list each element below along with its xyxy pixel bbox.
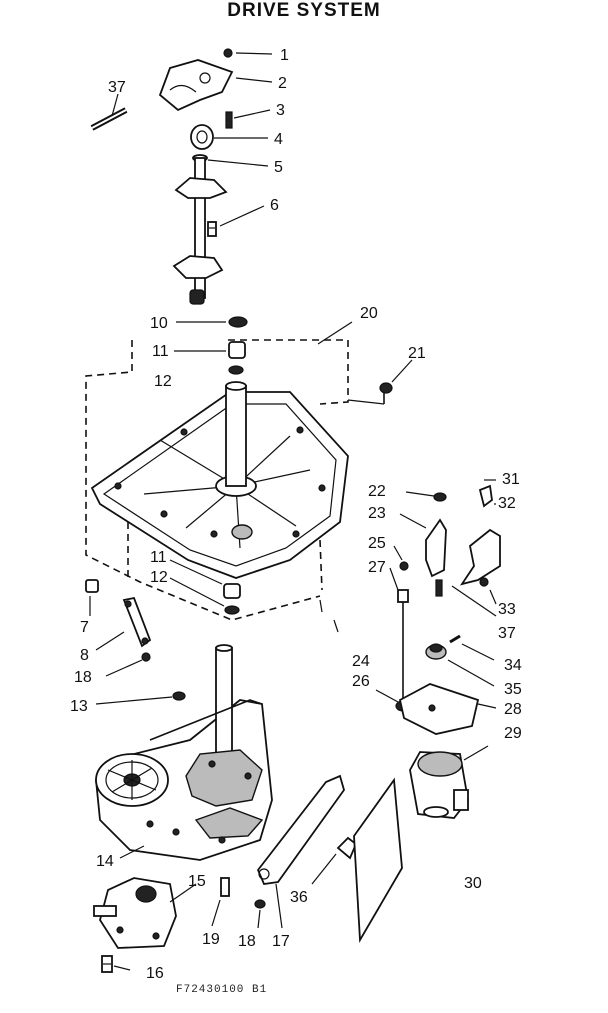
callout-31: 31 — [502, 471, 520, 488]
part-bolt-16 — [101, 955, 113, 973]
part-washer-12-lower — [224, 605, 240, 615]
part-pin-37-right — [435, 579, 443, 597]
part-bolt-7 — [85, 579, 99, 593]
callout-16: 16 — [146, 965, 164, 982]
callout-23: 23 — [368, 505, 386, 522]
part-bracket-31-32 — [459, 484, 501, 586]
callout-7: 7 — [80, 619, 89, 636]
callout-19: 19 — [202, 931, 220, 948]
callout-28: 28 — [504, 701, 522, 718]
part-bearing-11 — [228, 341, 246, 359]
callout-27: 27 — [368, 559, 386, 576]
callout-14: 14 — [96, 853, 114, 870]
callout-35: 35 — [504, 681, 522, 698]
callout-10: 10 — [150, 315, 168, 332]
part-washer-12 — [228, 365, 244, 375]
part-motor-29 — [409, 751, 469, 819]
callout-2: 2 — [278, 75, 287, 92]
part-screw-34 — [449, 634, 461, 644]
part-pump-15 — [93, 877, 177, 949]
callout-22: 22 — [368, 483, 386, 500]
part-nut-10 — [228, 316, 248, 328]
callout-6: 6 — [270, 197, 279, 214]
part-bearing-11-lower — [223, 583, 241, 599]
part-motor-bracket-28 — [398, 683, 480, 735]
callout-8: 8 — [80, 647, 89, 664]
leader-lines — [89, 52, 497, 971]
part-nut-22 — [433, 492, 447, 502]
drawing-code: F72430100 B1 — [176, 984, 268, 996]
callout-21: 21 — [408, 345, 426, 362]
part-washer-18-lower — [254, 899, 266, 909]
callout-11: 11 — [152, 343, 169, 360]
callout-13: 13 — [70, 698, 88, 715]
callout-12-lower: 12 — [150, 569, 168, 586]
callout-3: 3 — [276, 102, 285, 119]
part-clip-18-upper — [141, 652, 151, 662]
callout-34: 34 — [504, 657, 522, 674]
part-transmission-14 — [95, 644, 273, 861]
part-cover-30 — [353, 777, 403, 944]
part-pin-37-top — [90, 107, 128, 131]
callout-26: 26 — [352, 673, 370, 690]
callout-5: 5 — [274, 159, 283, 176]
part-clip-36 — [336, 836, 358, 860]
part-screw-6 — [207, 221, 217, 237]
part-base-plate-20 — [90, 381, 349, 579]
part-pulley-35 — [425, 643, 447, 660]
callout-29: 29 — [504, 725, 522, 742]
part-ring-4 — [190, 124, 214, 150]
assembly-outline — [85, 339, 385, 621]
callout-33: 33 — [498, 601, 516, 618]
callout-18-lower: 18 — [238, 933, 256, 950]
callout-17: 17 — [272, 933, 290, 950]
callout-12: 12 — [154, 373, 172, 390]
callout-30: 30 — [464, 875, 482, 892]
part-bracket-2 — [158, 59, 234, 112]
part-spring-27 — [397, 589, 409, 700]
part-link-8 — [122, 596, 152, 648]
callout-32: 32 — [498, 495, 516, 512]
callouts: 1 2 3 4 5 6 7 8 10 11 12 11 12 13 14 15 … — [70, 47, 522, 982]
part-screw-33 — [479, 577, 489, 587]
part-pin-25 — [399, 561, 409, 571]
callout-20: 20 — [360, 305, 378, 322]
part-belt-arm-17 — [256, 774, 345, 885]
part-ball-13 — [172, 691, 186, 701]
part-nut-1 — [223, 48, 233, 58]
callout-37-right: 37 — [498, 625, 516, 642]
part-bracket-23 — [425, 518, 447, 578]
callout-36: 36 — [290, 889, 308, 906]
callout-11-lower: 11 — [150, 549, 167, 566]
callout-15: 15 — [188, 873, 206, 890]
part-shaft-5 — [172, 154, 228, 305]
page-title: DRIVE SYSTEM — [227, 0, 381, 21]
callout-18-upper: 18 — [74, 669, 92, 686]
part-screw-19 — [220, 877, 230, 897]
callout-25: 25 — [368, 535, 386, 552]
part-screw-3 — [225, 111, 233, 129]
part-screw-21 — [379, 382, 393, 404]
callout-1: 1 — [280, 47, 289, 64]
callout-37-top: 37 — [108, 79, 126, 96]
callout-4: 4 — [274, 131, 283, 148]
callout-24: 24 — [352, 653, 370, 670]
